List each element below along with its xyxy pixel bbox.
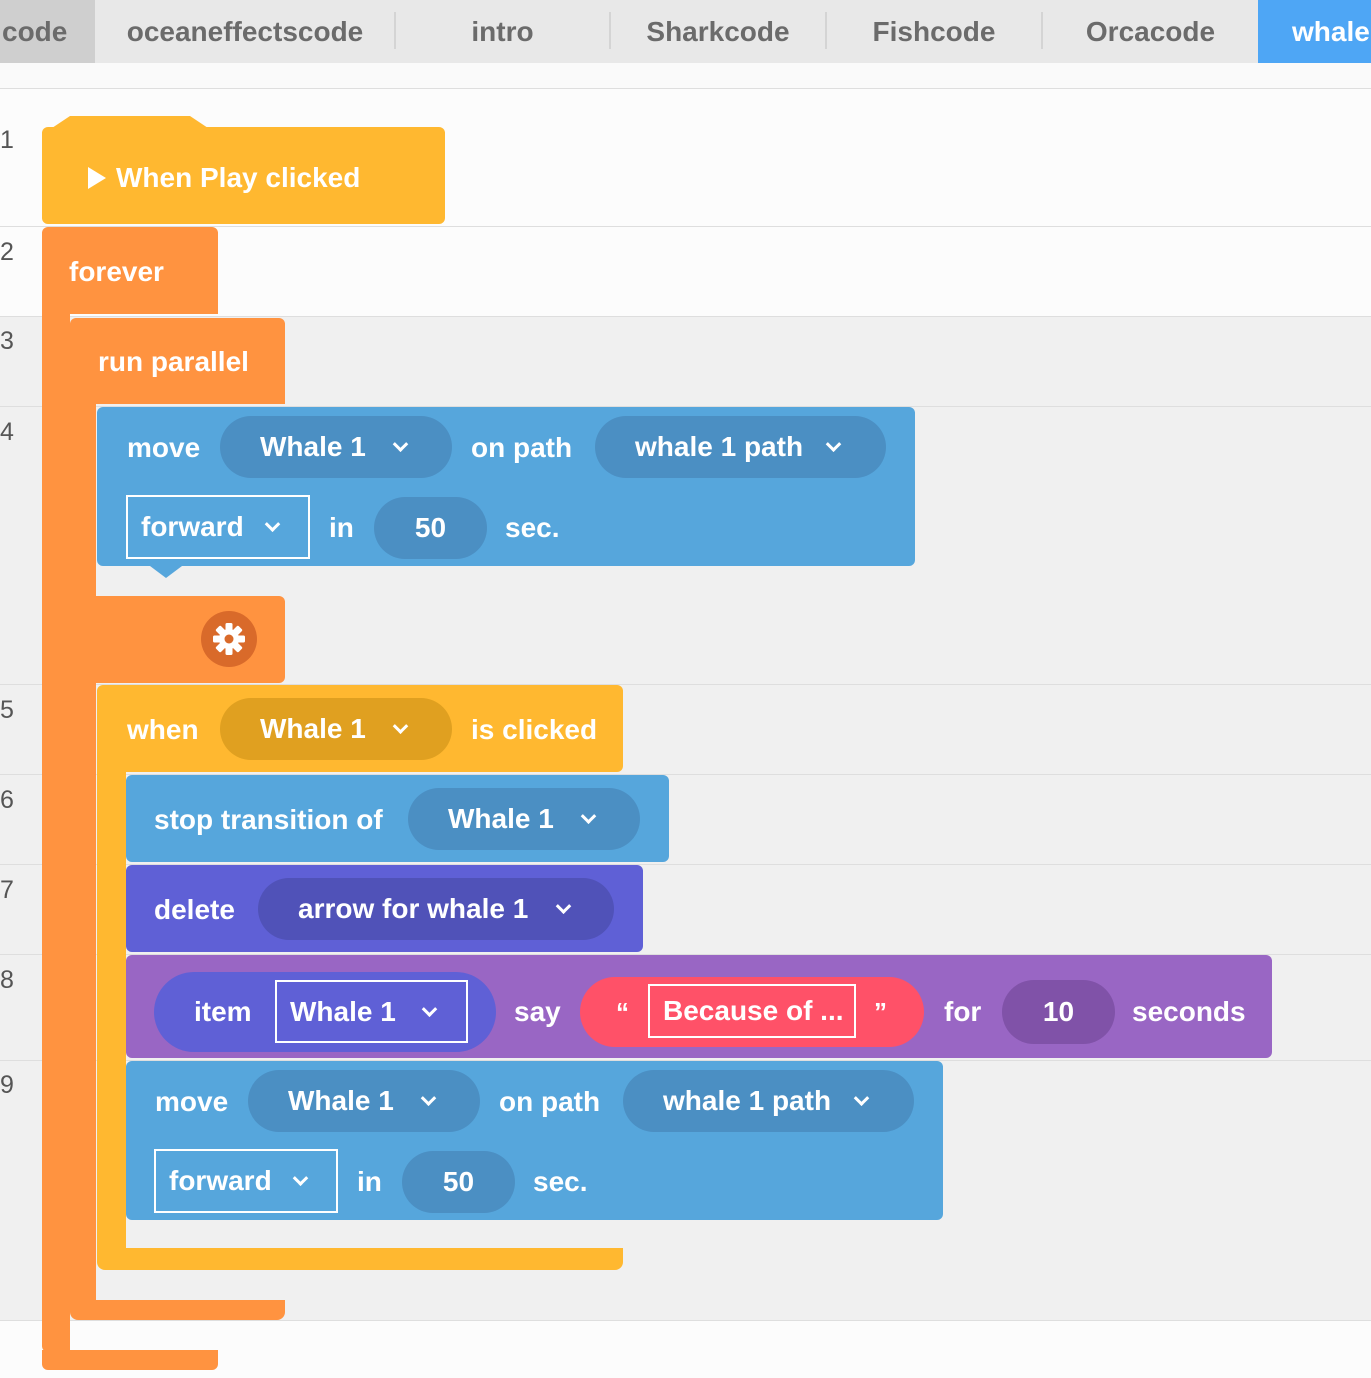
when-play-label: When Play clicked: [116, 162, 361, 193]
line-number: 6: [0, 786, 14, 814]
target-dropdown[interactable]: Whale 1: [248, 1070, 480, 1132]
forever-block[interactable]: [42, 227, 218, 314]
run-parallel-footer: [70, 1300, 285, 1320]
line-number: 3: [0, 327, 14, 355]
tab-orcacode[interactable]: Orcacode: [1085, 16, 1216, 47]
when-clicked-footer: [97, 1248, 623, 1270]
on-path-label: on path: [499, 1086, 601, 1117]
in-label: in: [329, 512, 354, 543]
stop-transition-label: stop transition of: [154, 804, 383, 835]
open-quote: “: [616, 997, 629, 1027]
chevron-down-icon: [392, 436, 409, 453]
tab-oceaneffectscode[interactable]: oceaneffectscode: [126, 16, 364, 47]
sec-label: sec.: [533, 1166, 588, 1197]
tab-bar: code oceaneffectscode intro Sharkcode Fi…: [0, 0, 1371, 63]
line-number: 4: [0, 418, 14, 446]
chevron-down-icon: [555, 898, 572, 915]
line-number: 8: [0, 966, 14, 994]
target-dropdown[interactable]: Whale 1: [220, 416, 452, 478]
tab-separator: [1041, 12, 1043, 49]
run-parallel-label: run parallel: [98, 346, 249, 377]
gear-icon: [213, 623, 245, 655]
chevron-down-icon: [420, 1090, 437, 1107]
play-icon: [88, 167, 106, 189]
chevron-down-icon: [292, 1170, 309, 1187]
tab-code[interactable]: code: [0, 0, 95, 63]
line-number: 1: [0, 126, 14, 154]
item-target-dropdown[interactable]: Whale 1: [275, 980, 468, 1043]
tab-whale[interactable]: whale: [1258, 0, 1371, 63]
tab-separator: [825, 12, 827, 49]
chevron-down-icon: [853, 1090, 870, 1107]
close-quote: ”: [874, 997, 887, 1027]
chevron-down-icon: [264, 516, 281, 533]
item-target-value: Whale 1: [290, 995, 396, 1027]
target-dropdown[interactable]: Whale 1: [220, 698, 452, 760]
when-clicked-arm: [97, 770, 126, 1250]
target-value: Whale 1: [288, 1085, 394, 1116]
path-value: whale 1 path: [663, 1085, 832, 1116]
move-label: move: [155, 1086, 229, 1117]
line-number: 5: [0, 696, 14, 724]
line-number: 9: [0, 1071, 14, 1099]
target-value: Whale 1: [260, 713, 366, 744]
tab-fishcode[interactable]: Fishcode: [872, 16, 996, 47]
say-duration-value: 10: [1042, 996, 1075, 1027]
direction-dropdown[interactable]: forward: [126, 495, 310, 559]
say-label: say: [514, 996, 561, 1027]
forever-label: forever: [69, 256, 164, 287]
sec-label: sec.: [505, 512, 560, 543]
delete-target-value: arrow for whale 1: [298, 893, 529, 924]
on-path-label: on path: [471, 432, 573, 463]
line-number: 7: [0, 876, 14, 904]
chevron-down-icon: [421, 1000, 438, 1017]
seconds-label: seconds: [1132, 996, 1246, 1027]
is-clicked-label: is clicked: [471, 714, 598, 745]
code-line-2: [0, 226, 1371, 316]
delete-target-dropdown[interactable]: arrow for whale 1: [258, 878, 614, 940]
tab-intro[interactable]: intro: [471, 16, 534, 47]
chevron-down-icon: [580, 808, 597, 825]
settings-gear-button[interactable]: [201, 611, 257, 667]
tab-separator: [609, 12, 611, 49]
chevron-down-icon: [825, 436, 842, 453]
duration-input[interactable]: 50: [402, 1151, 515, 1213]
forever-footer: [42, 1350, 218, 1370]
target-value: Whale 1: [448, 803, 554, 834]
speech-string[interactable]: “ ”: [580, 977, 924, 1047]
item-reporter[interactable]: item: [154, 972, 496, 1052]
block-connector: [150, 566, 182, 578]
run-parallel-block[interactable]: [70, 318, 285, 404]
move-label: move: [127, 432, 201, 463]
say-duration-input[interactable]: 10: [1002, 980, 1115, 1044]
speech-text-value: Because of ...: [663, 995, 844, 1026]
duration-value: 50: [442, 1166, 475, 1197]
forever-arm: [42, 300, 70, 1352]
run-parallel-arm: [70, 400, 96, 1310]
item-label: item: [194, 996, 252, 1027]
direction-value: forward: [169, 1165, 272, 1196]
duration-value: 50: [414, 512, 447, 543]
path-dropdown[interactable]: whale 1 path: [623, 1070, 914, 1132]
line-number: 2: [0, 238, 14, 266]
tab-separator: [394, 12, 396, 49]
path-value: whale 1 path: [635, 431, 804, 462]
tab-sharkcode[interactable]: Sharkcode: [646, 16, 790, 47]
target-dropdown[interactable]: Whale 1: [408, 788, 640, 850]
code-line-end: [0, 1320, 1371, 1378]
direction-dropdown[interactable]: forward: [154, 1149, 338, 1213]
for-label: for: [944, 996, 982, 1027]
target-value: Whale 1: [260, 431, 366, 462]
path-dropdown[interactable]: whale 1 path: [595, 416, 886, 478]
when-play-clicked-block[interactable]: [42, 127, 445, 224]
speech-text-input[interactable]: Because of ...: [648, 984, 856, 1038]
hat-bump: [52, 116, 208, 128]
in-label: in: [357, 1166, 382, 1197]
direction-value: forward: [141, 511, 244, 542]
chevron-down-icon: [392, 718, 409, 735]
editor-header-strip: [0, 63, 1371, 89]
duration-input[interactable]: 50: [374, 497, 487, 559]
when-label: when: [127, 714, 199, 745]
delete-label: delete: [154, 894, 235, 925]
